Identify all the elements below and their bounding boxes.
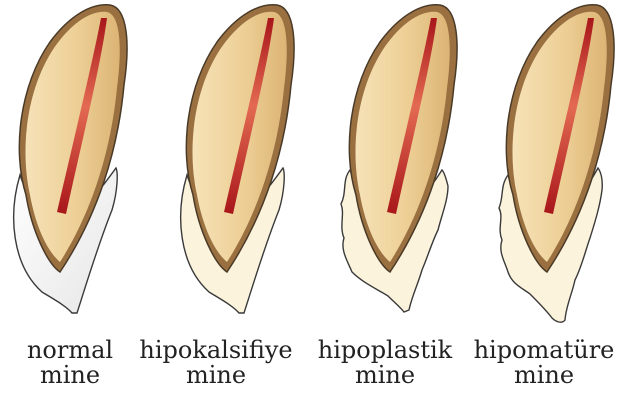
caption-line-1: hipomatüre <box>464 338 624 363</box>
caption-line-2: mine <box>136 363 296 388</box>
caption-line-2: mine <box>305 363 465 388</box>
tooth-normal <box>14 5 127 313</box>
tooth-hipokalsifiye <box>181 5 294 313</box>
caption-line-2: mine <box>464 363 624 388</box>
caption-hipokalsifiye: hipokalsifiye mine <box>136 338 296 388</box>
tooth-hipomature <box>499 5 614 322</box>
caption-normal: normal mine <box>0 338 150 388</box>
caption-line-2: mine <box>0 363 150 388</box>
caption-line-1: hipokalsifiye <box>136 338 296 363</box>
tooth-hipoplastik <box>341 5 457 312</box>
caption-hipomature: hipomatüre mine <box>464 338 624 388</box>
caption-line-1: hipoplastik <box>305 338 465 363</box>
caption-line-1: normal <box>0 338 150 363</box>
caption-hipoplastik: hipoplastik mine <box>305 338 465 388</box>
